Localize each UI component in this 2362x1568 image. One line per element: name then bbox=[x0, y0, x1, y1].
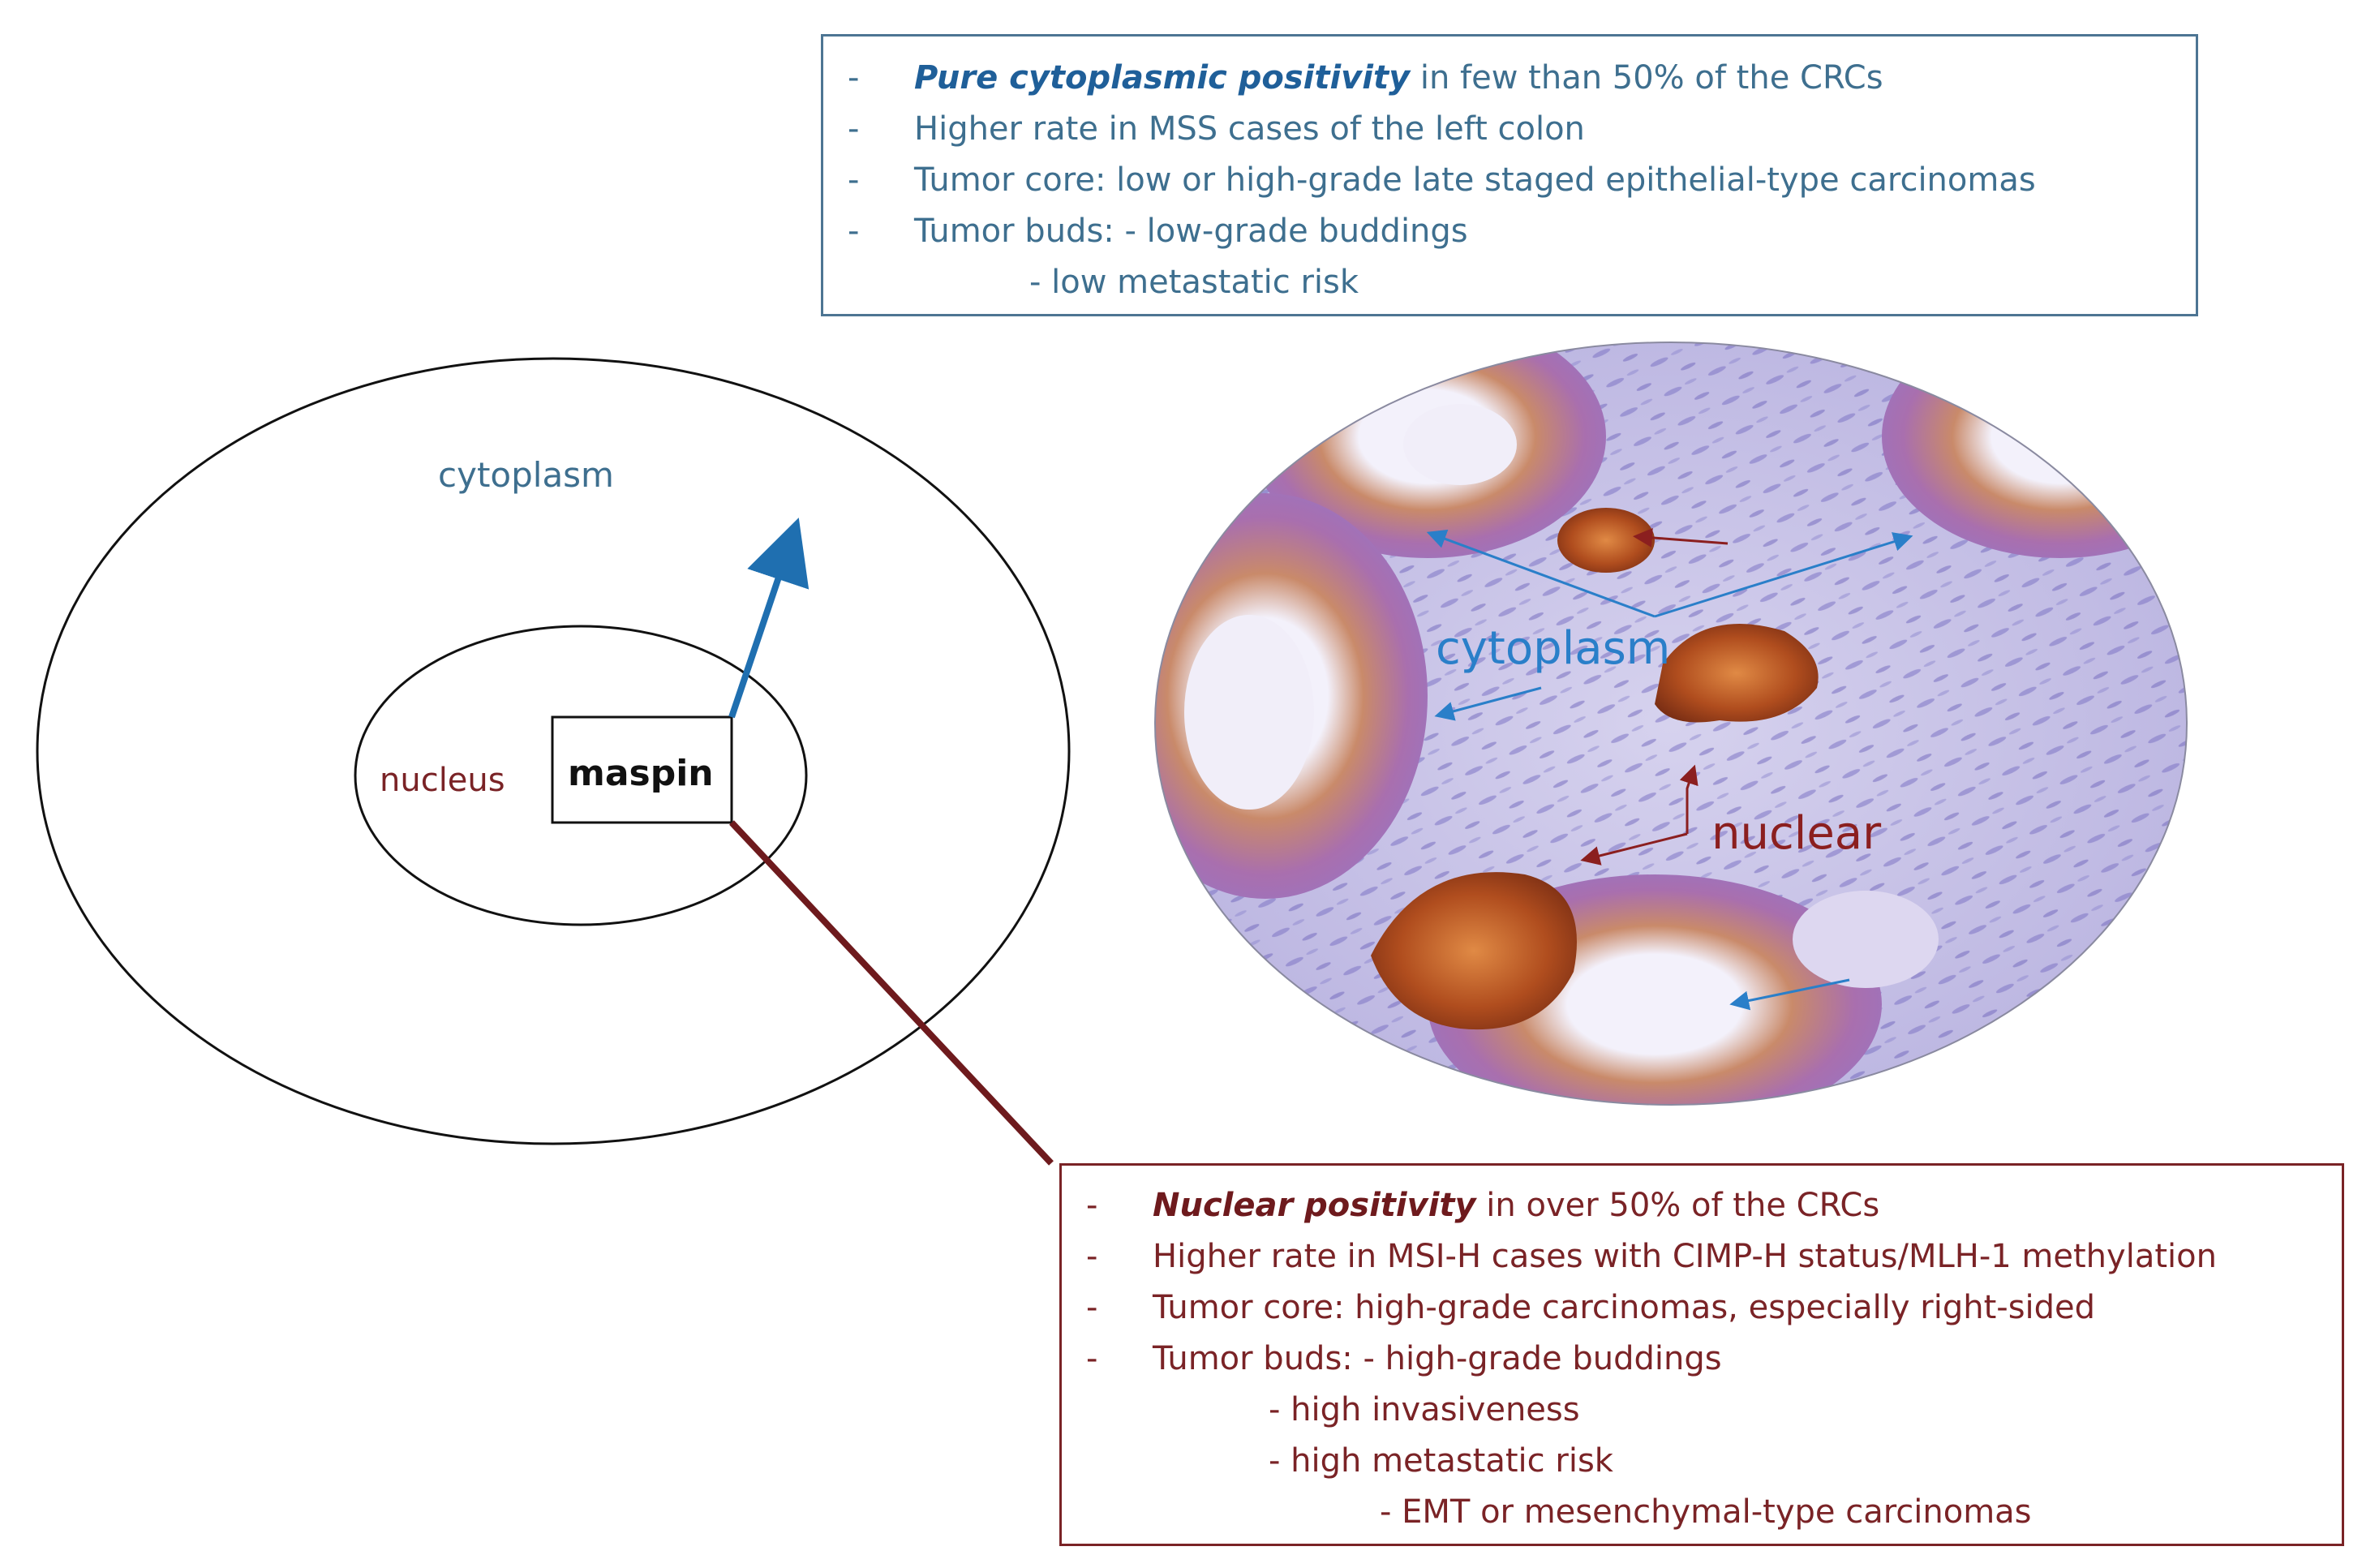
nuc-line-3: - Tumor core: high-grade carcinomas, esp… bbox=[1062, 1282, 2342, 1334]
nucleus-outline bbox=[354, 625, 808, 926]
cyto-line-4-text: Tumor buds: - low-grade buddings bbox=[914, 213, 1468, 250]
bullet-dash: - bbox=[848, 213, 860, 250]
nuc-line-7: - EMT or mesenchymal-type carcinomas bbox=[1062, 1487, 2342, 1538]
cyto-line-2-text: Higher rate in MSS cases of the left col… bbox=[914, 110, 1585, 148]
cyto-line-1: - Pure cytoplasmic positivity in few tha… bbox=[823, 53, 2196, 104]
cyto-line-3: - Tumor core: low or high-grade late sta… bbox=[823, 155, 2196, 206]
nuclear-stain-upper bbox=[1557, 508, 1655, 573]
nuc-line-1-text: in over 50% of the CRCs bbox=[1475, 1187, 1880, 1224]
bullet-dash: - bbox=[848, 59, 860, 97]
nuc-line-6: - high metastatic risk bbox=[1062, 1436, 2342, 1487]
bullet-dash: - bbox=[848, 161, 860, 199]
bullet-dash: - bbox=[1086, 1289, 1098, 1326]
nucleus-label: nucleus bbox=[380, 762, 505, 799]
nuc-line-1: - Nuclear positivity in over 50% of the … bbox=[1062, 1180, 2342, 1231]
cytoplasm-arrow bbox=[728, 518, 810, 719]
nuclear-connector-line bbox=[729, 820, 1054, 1166]
ihc-micrograph: cytoplasm nuclear bbox=[1154, 342, 2188, 1106]
cyto-line-3-text: Tumor core: low or high-grade late stage… bbox=[914, 161, 2036, 199]
nuc-line-4-text: Tumor buds: - high-grade buddings bbox=[1153, 1340, 1722, 1377]
pure-cytoplasmic-positivity-emphasis: Pure cytoplasmic positivity bbox=[914, 59, 1411, 97]
nuc-line-7-text: - EMT or mesenchymal-type carcinomas bbox=[1380, 1493, 2032, 1531]
nuc-line-5: - high invasiveness bbox=[1062, 1385, 2342, 1436]
nuclear-stain-center bbox=[1655, 624, 1819, 723]
cyto-line-5: - low metastatic risk bbox=[823, 257, 2196, 308]
bullet-dash: - bbox=[1086, 1238, 1098, 1275]
nuc-line-2: - Higher rate in MSI-H cases with CIMP-H… bbox=[1062, 1231, 2342, 1282]
cell-outline bbox=[36, 357, 1071, 1145]
cytoplasm-label: cytoplasm bbox=[438, 455, 614, 495]
maspin-label: maspin bbox=[568, 753, 714, 794]
cyto-line-2: - Higher rate in MSS cases of the left c… bbox=[823, 104, 2196, 155]
nuc-line-5-text: - high invasiveness bbox=[1269, 1391, 1580, 1428]
micrograph-cytoplasm-label: cytoplasm bbox=[1436, 622, 1670, 675]
nuclear-positivity-emphasis: Nuclear positivity bbox=[1153, 1187, 1476, 1224]
nuc-line-4: - Tumor buds: - high-grade buddings bbox=[1062, 1334, 2342, 1385]
nuc-line-3-text: Tumor core: high-grade carcinomas, espec… bbox=[1153, 1289, 2096, 1326]
micrograph-nuclear-label: nuclear bbox=[1711, 807, 1882, 860]
nuc-line-6-text: - high metastatic risk bbox=[1269, 1442, 1613, 1480]
bullet-dash: - bbox=[1086, 1187, 1098, 1224]
micrograph-tissue bbox=[1155, 342, 2187, 1105]
cyto-line-5-text: - low metastatic risk bbox=[1029, 264, 1359, 301]
maspin-box bbox=[551, 715, 733, 824]
cyto-line-1-text: in few than 50% of the CRCs bbox=[1410, 59, 1883, 97]
nuclear-positivity-box: - Nuclear positivity in over 50% of the … bbox=[1059, 1163, 2344, 1546]
cytoplasmic-positivity-box: - Pure cytoplasmic positivity in few tha… bbox=[821, 34, 2198, 316]
bullet-dash: - bbox=[1086, 1340, 1098, 1377]
cyto-line-4: - Tumor buds: - low-grade buddings bbox=[823, 206, 2196, 257]
bullet-dash: - bbox=[848, 110, 860, 148]
nuc-line-2-text: Higher rate in MSI-H cases with CIMP-H s… bbox=[1153, 1238, 2217, 1275]
nuclear-stain-lower bbox=[1371, 872, 1577, 1030]
